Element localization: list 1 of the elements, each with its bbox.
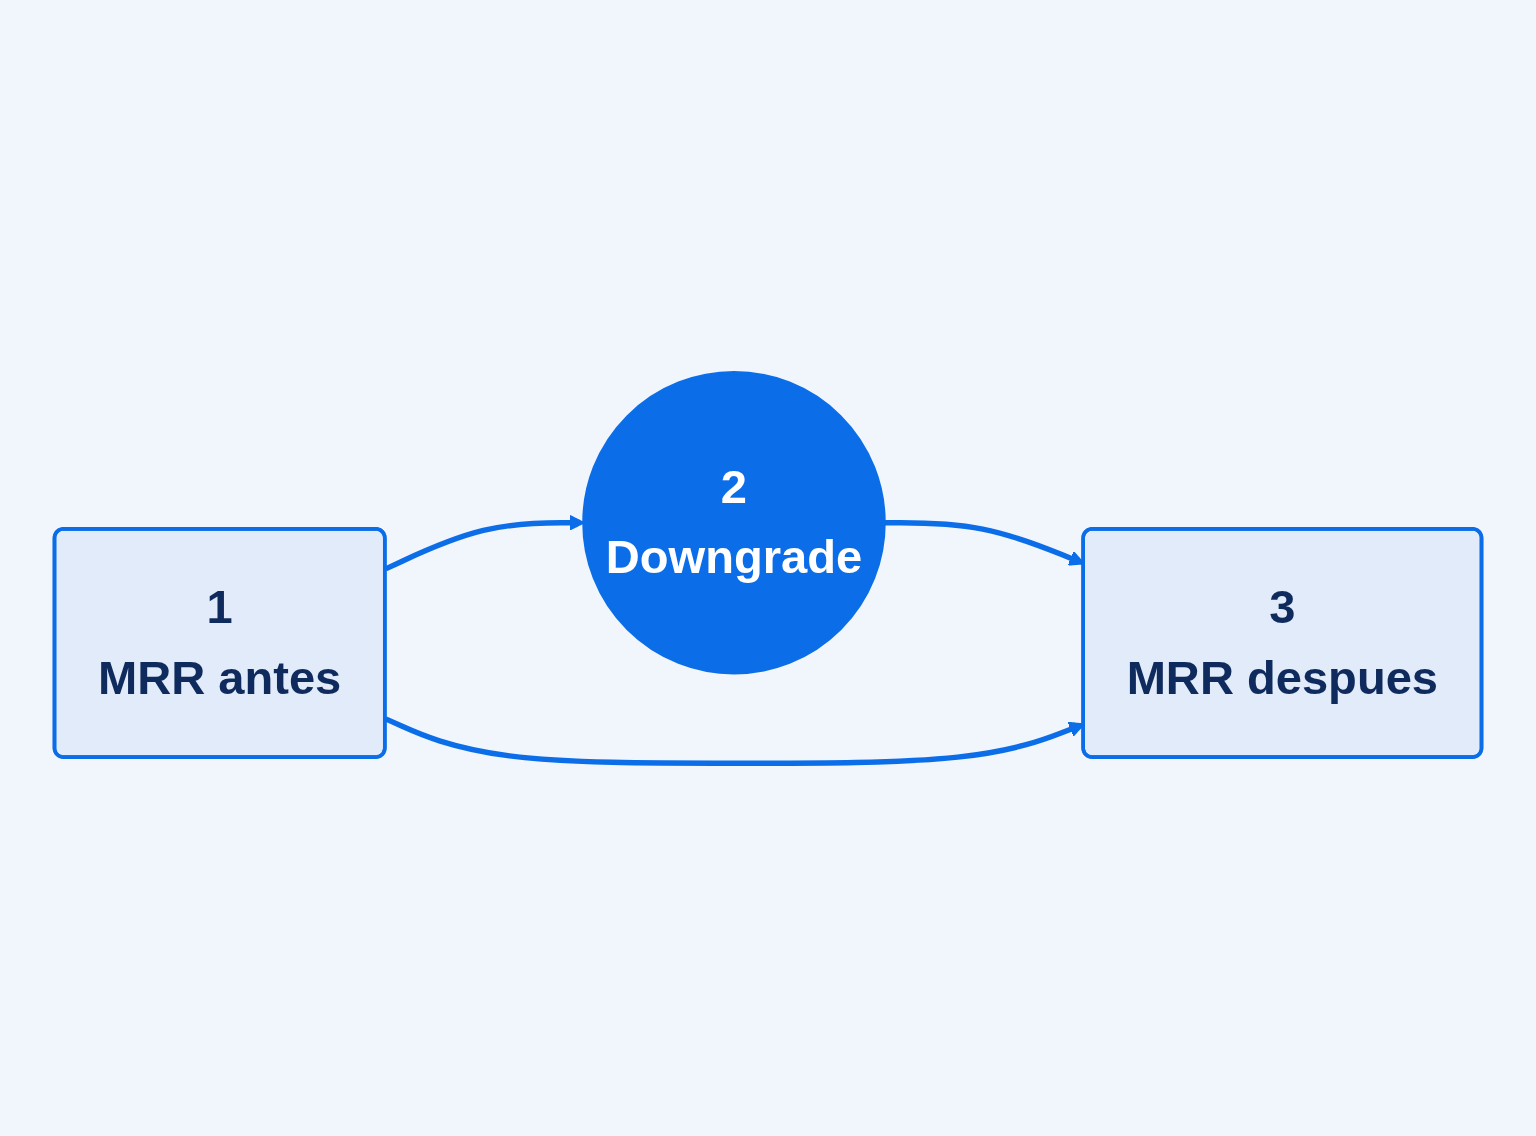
- node-circle: 2 Downgrade: [582, 370, 886, 675]
